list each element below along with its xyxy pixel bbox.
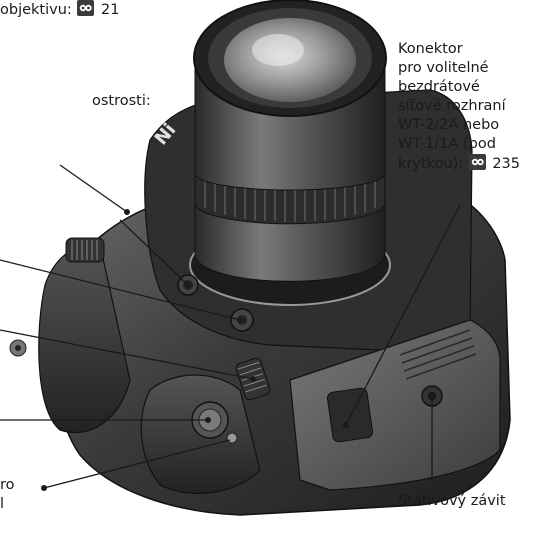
lens-info-text: objektivu: xyxy=(0,2,72,18)
connector-line-2: pro volitelné xyxy=(398,60,489,76)
connector-line-4: síťové rozhraní xyxy=(398,98,506,114)
connector-line-7-text: krytkou): xyxy=(398,156,464,172)
connector-page-ref: 235 xyxy=(492,156,521,172)
lens-info-label: objektivu: 21 xyxy=(0,0,119,20)
focus-label: ostrosti: xyxy=(92,93,151,109)
bottom-left-label: ro l xyxy=(0,476,15,514)
lens-info-page-ref: 21 xyxy=(101,2,120,18)
connector-label: Konektor pro volitelné bezdrátové síťové… xyxy=(398,40,520,174)
connector-line-6: WT-1/1A (pod xyxy=(398,136,496,152)
tripod-label: Stativový závit xyxy=(398,493,506,509)
connector-line-7: krytkou): 235 xyxy=(398,154,520,174)
bottom-left-line-1: ro xyxy=(0,477,15,493)
connector-line-1: Konektor xyxy=(398,41,463,57)
connector-line-5: WT-2/2A nebo xyxy=(398,117,500,133)
manual-reference-icon xyxy=(468,154,486,170)
manual-reference-icon xyxy=(77,0,95,16)
connector-line-3: bezdrátové xyxy=(398,79,480,95)
bottom-left-line-2: l xyxy=(0,496,5,512)
